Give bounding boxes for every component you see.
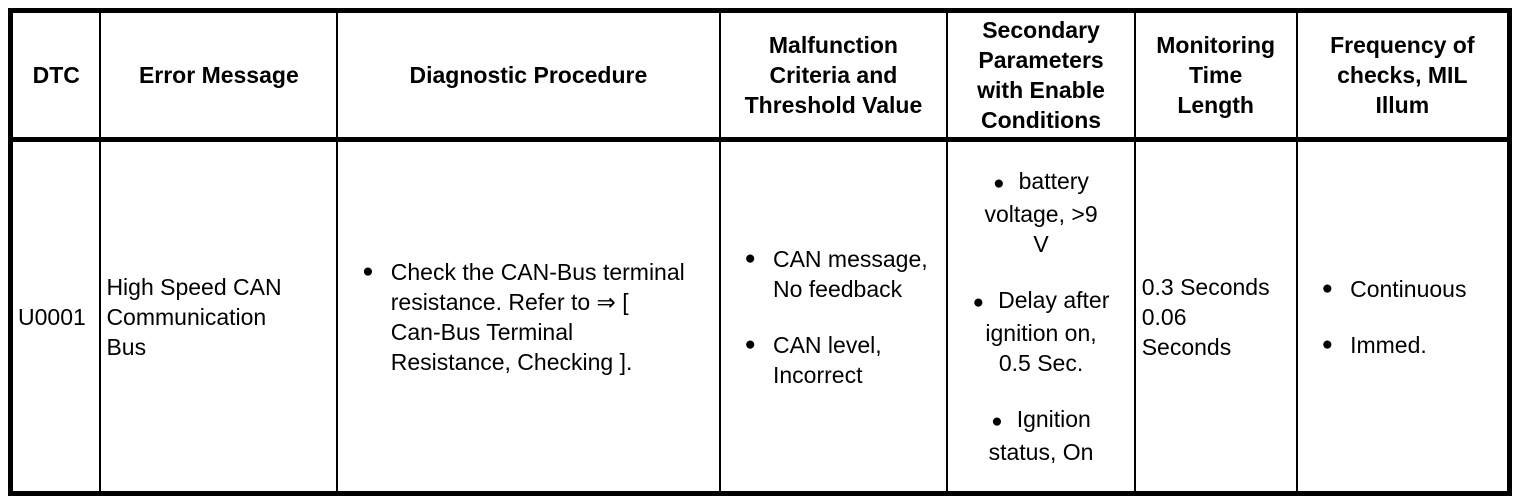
table-header-row: DTC Error Message Diagnostic Procedure M…	[9, 9, 1511, 142]
list-item: ● Immed.	[1299, 330, 1507, 360]
secondary-parameters-list: ●battery voltage, >9 V ●Delay after igni…	[949, 166, 1132, 467]
frequency-checks-list: ● Continuous ● Immed.	[1299, 274, 1507, 360]
column-header-dtc: DTC	[9, 9, 102, 142]
secondary-parameter-text: Ignition status, On	[988, 406, 1094, 465]
column-header-diagnostic-procedure: Diagnostic Procedure	[336, 9, 721, 142]
malfunction-criterion-text: CAN level, Incorrect	[772, 331, 882, 388]
list-item: ● CAN level, Incorrect	[721, 330, 945, 390]
list-item: ●Ignition status, On	[952, 404, 1129, 467]
bullet-icon: ●	[1321, 277, 1334, 299]
list-item: ● Check the CAN-Bus terminal resistance.…	[339, 257, 717, 377]
malfunction-criterion-text: CAN message, No feedback	[772, 245, 928, 302]
dtc-code: U0001	[18, 303, 86, 330]
cell-secondary-parameters: ●battery voltage, >9 V ●Delay after igni…	[946, 138, 1136, 495]
column-header-frequency-checks: Frequency of checks, MIL Illum	[1295, 9, 1511, 142]
frequency-text: Continuous	[1350, 275, 1467, 302]
column-header-malfunction-criteria: Malfunction Criteria and Threshold Value	[718, 9, 949, 142]
column-header-label: Diagnostic Procedure	[409, 62, 648, 88]
monitoring-time-text: 0.3 Seconds 0.06 Seconds	[1141, 273, 1270, 360]
bullet-icon: ●	[972, 292, 985, 313]
diagnostic-step-text: Check the CAN-Bus terminal resistance. R…	[390, 258, 685, 375]
bullet-icon: ●	[744, 247, 756, 269]
bullet-icon: ●	[362, 260, 374, 282]
bullet-icon: ●	[1321, 333, 1334, 355]
table-row: U0001 High Speed CAN Communication Bus ●…	[9, 138, 1511, 495]
column-header-label: Secondary Parameters with Enable Conditi…	[977, 17, 1105, 133]
bullet-icon: ●	[744, 333, 756, 355]
column-header-label: DTC	[32, 62, 80, 88]
bullet-icon: ●	[993, 173, 1005, 194]
malfunction-criteria-list: ● CAN message, No feedback ● CAN level, …	[721, 244, 945, 390]
list-item: ● Continuous	[1299, 274, 1507, 304]
column-header-label: Error Message	[138, 62, 299, 88]
column-header-secondary-parameters: Secondary Parameters with Enable Conditi…	[946, 9, 1136, 142]
list-item: ●Delay after ignition on, 0.5 Sec.	[952, 285, 1129, 378]
cell-diagnostic-procedure: ● Check the CAN-Bus terminal resistance.…	[336, 138, 721, 495]
cell-monitoring-time: 0.3 Seconds 0.06 Seconds	[1133, 138, 1298, 495]
secondary-parameter-text: Delay after ignition on, 0.5 Sec.	[985, 287, 1110, 376]
secondary-parameter-text: battery voltage, >9 V	[984, 168, 1098, 257]
dtc-table: DTC Error Message Diagnostic Procedure M…	[8, 8, 1512, 496]
cell-error-message: High Speed CAN Communication Bus	[99, 138, 339, 495]
cell-frequency-checks: ● Continuous ● Immed.	[1295, 138, 1511, 495]
list-item: ●battery voltage, >9 V	[952, 166, 1129, 259]
list-item: ● CAN message, No feedback	[721, 244, 945, 304]
column-header-label: Malfunction Criteria and Threshold Value	[744, 32, 923, 118]
cell-malfunction-criteria: ● CAN message, No feedback ● CAN level, …	[718, 138, 949, 495]
error-message-text: High Speed CAN Communication Bus	[106, 273, 282, 360]
frequency-text: Immed.	[1350, 331, 1427, 358]
column-header-error-message: Error Message	[99, 9, 339, 142]
column-header-label: Monitoring Time Length	[1156, 32, 1276, 118]
column-header-label: Frequency of checks, MIL Illum	[1330, 32, 1475, 118]
bullet-icon: ●	[991, 411, 1003, 432]
cell-dtc-code: U0001	[9, 138, 102, 495]
diagnostic-procedure-list: ● Check the CAN-Bus terminal resistance.…	[339, 257, 717, 377]
column-header-monitoring-time: Monitoring Time Length	[1133, 9, 1298, 142]
